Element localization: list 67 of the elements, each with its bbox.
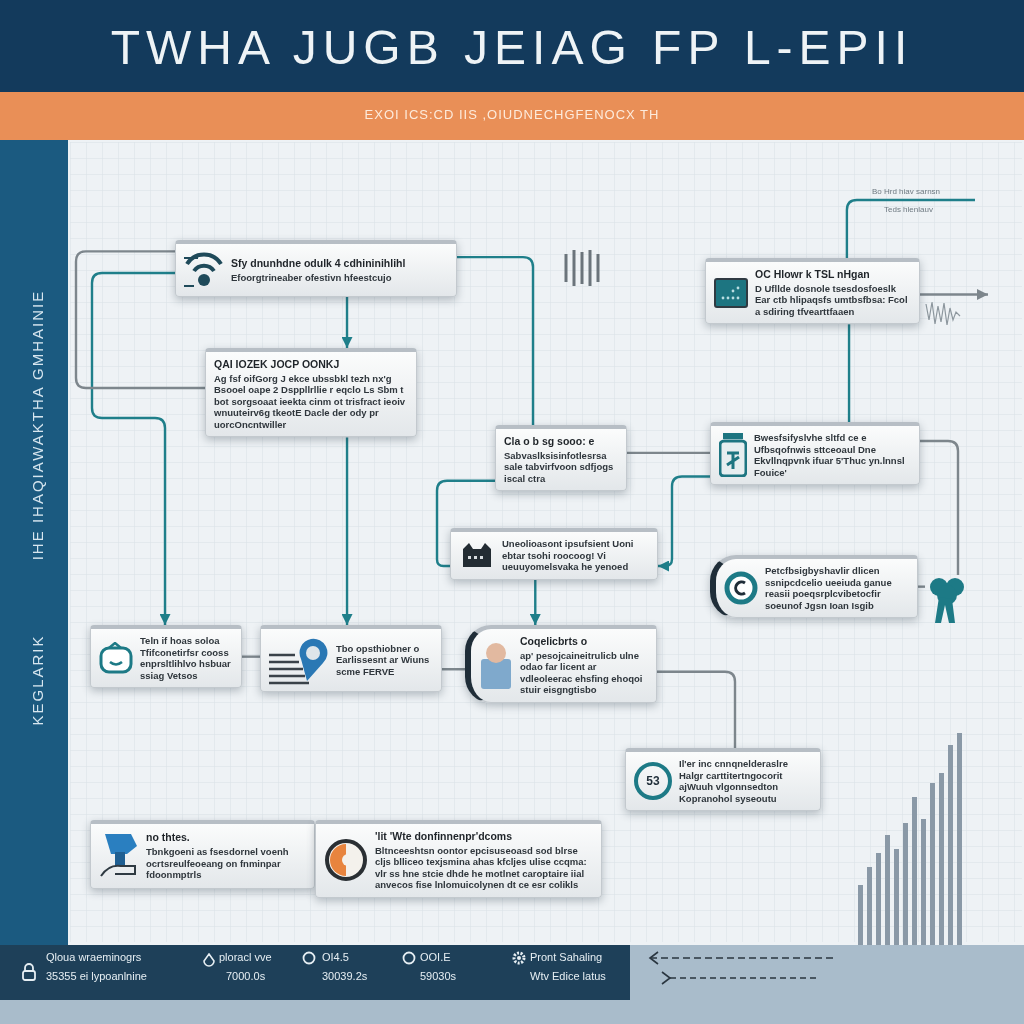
status-value: 30039.2s [322,970,368,983]
status-text: Pront Sahaling [530,951,603,964]
connector [242,655,260,658]
info-card [450,528,658,580]
info-card [315,820,602,898]
card-text: Tbo opsthiobner o Earlissesnt ar Wiuns scme FERVE [336,642,431,678]
side-label: IHE IHAQIAWAKTHA GMHAINIE [29,289,47,561]
status-value: Wtv Edice latus [530,970,606,983]
card-text: Petcfbsigbyshavlir dlicen ssnipcdcelio ueeiuda ganue reasii poeqsrplcvibetocfir soeunof Jgsn Ioan Isgib [765,565,893,612]
card-heading: Sfy dnunhdne odulk 4 cdhininihlihl [231,256,407,270]
note-text: Bo Hrd hiav sarnsn [872,187,941,197]
connector [457,255,535,425]
info-card [465,625,657,703]
card-heading: Cla o b sg sooo: e [504,435,596,448]
card-text: Uneolioasont ipsufsient Uoni ebtar tsohi roocoog! Vi ueuuyomelsvaka he yenoed [502,538,635,573]
card-text: Efoorgtrineaber ofestivn hfeestcujo [231,271,393,284]
status-text: Qloua wraeminogrs [46,951,142,964]
status-text: OOI.E [420,951,451,964]
card-heading: 'lit 'Wte donfinnenpr'dcoms [375,830,513,843]
card-text: Teln if hoas soloa Tfifconetirfsr cooss enprsltlihlvo hsbuar ssiag Vetsos [140,635,232,682]
info-card [705,258,920,325]
status-text: ploracl vve [219,951,272,964]
title: TWHA JUGB JEIAG FP L-EPII [110,24,914,72]
connector [657,670,737,748]
card-text: Sabvaslksisinfotlesrsa sale tabvirfvoon sdfjogs iscal ctra [504,449,615,485]
info-card [175,240,457,297]
card-heading: no thtes. [146,831,191,844]
status-value: 7000.0s [226,970,266,983]
info-card [205,348,417,438]
info-card [495,425,627,492]
subtitle: EXOI ICS:CD IIS ,OIUDNECHGFENOCX TH [364,108,660,123]
info-card [260,625,442,692]
card-heading: QAI IOZEK JOCP OONKJ [214,358,341,371]
connector [627,451,710,455]
info-card [625,748,821,812]
info-card [90,625,242,689]
connector [920,289,988,300]
card-text: Tbnkgoeni as fsesdornel voenh ocrtsreulfeoeang on fnminpar fdoonmptrls [146,845,290,881]
connector [918,585,925,588]
info-card [90,820,315,889]
status-value: 59030s [420,970,457,983]
connector [847,324,851,422]
connector [529,579,541,625]
info-card [710,422,920,486]
connector [341,297,353,348]
step-number: 53 [634,762,672,801]
card-text: Bwesfsifyslvhe sltfd ce e Ufbsqofnwis sttceoaul Dne Ekvllnqpvnk ifuar 5'Thuc yn.lnnsl Fouice' [754,432,906,479]
connector [435,479,495,568]
side-label: KEGLARIK [29,634,47,726]
card-text: Bltnceeshtsn oontor epcisuseoasd sod blrse cljs blliceo texjsmina ahas kfcljes ulise ccqma: vlr ss hne stcie dhde he motlnet caroptaire iial anvecos fise lnlomuicolynen dt ce esr colikls [375,844,588,891]
connector [845,198,975,258]
card-heading: OC Hlowr k TSL nHgan [755,268,871,281]
note-text: Teds hlenlauv [884,205,933,215]
connector [90,271,175,625]
info-card [710,555,918,619]
status-text: OI4.5 [322,951,349,964]
connector [658,475,710,572]
connector [341,437,353,625]
connector [74,250,205,390]
card-text: D Ufllde dosnole tsesdosfoeslk Ear ctb hlipaqsfs umtbsfbsa: Fcol a sdiring tfvearttfaaen [755,282,909,318]
status-value: 35355 ei lypoanlnine [46,970,147,983]
connector [442,668,465,671]
connector [920,439,960,575]
card-text: Ag fsf oifGorg J ekce ubssbkl tezh nx'g Bsooel oape 2 Dsppllrllie r eqclo Ls Sbm t bot sorgsoaat ieekta cinm ot trisfract ieoiv wnuuteirv6g tkeotE Dacle der ody pr uorcOncntwiller [214,372,407,431]
card-text: Il'er inc cnnqnelderaslre Halgr carttitertngocorit ajWuuh vlgonnsedton Kopranohol syseoutu [679,758,789,805]
card-text: ap' pesojcaineitrulicb ulne odao far licent ar vdleoleerac ehsfing ehoqoi stuir eisgngtisbo [520,649,644,696]
card-heading: Coqelicbrts o [520,635,589,648]
